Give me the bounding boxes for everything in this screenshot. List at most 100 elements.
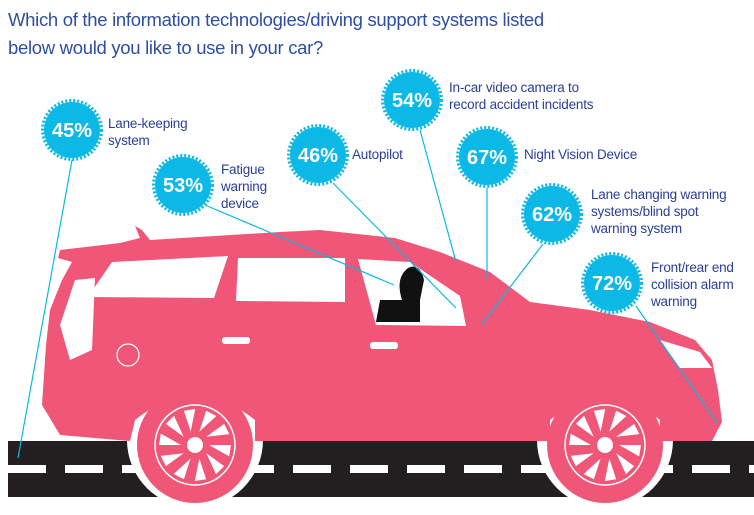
road-dash	[8, 465, 46, 473]
badge-serration	[581, 252, 643, 314]
rim-spoke	[183, 409, 196, 432]
category-label: Night Vision Device	[524, 146, 637, 163]
badge-circle	[584, 255, 640, 311]
rear-door-handle	[222, 337, 250, 344]
rim-spoke	[173, 458, 191, 480]
rim-spoke	[199, 410, 217, 432]
wheel-hub	[597, 437, 613, 453]
leader-line	[204, 204, 395, 286]
rim-spoke	[159, 433, 181, 445]
rim-spoke	[194, 458, 207, 481]
badge-value: 53%	[163, 175, 203, 197]
fuel-cap	[116, 343, 140, 367]
rim-outline	[564, 404, 646, 486]
badge-serration	[41, 99, 103, 161]
rim-spoke	[160, 453, 184, 467]
category-label: Front/rear end collision alarm warning	[651, 259, 734, 310]
badge-circle	[384, 72, 440, 128]
category-label-line: device	[221, 196, 259, 211]
middle-window	[236, 258, 345, 302]
road-dash	[407, 465, 445, 473]
road-dash	[293, 465, 331, 473]
rim-spoke	[570, 453, 594, 467]
percentage-badge: 45%	[41, 99, 103, 161]
rim-spoke	[206, 453, 225, 475]
percentage-badge: 62%	[521, 183, 583, 245]
rim-spoke	[593, 409, 606, 432]
road-dash	[350, 465, 388, 473]
badge-value: 62%	[532, 204, 572, 226]
badge-circle	[44, 102, 100, 158]
road-dash	[521, 465, 559, 473]
percentage-badges: 45% 53% 46% 54% 67% 62% 72%	[41, 69, 643, 314]
badge-serration	[152, 154, 214, 216]
badge-circle	[290, 127, 346, 183]
badge-serration	[456, 126, 518, 188]
badge-value: 72%	[592, 273, 632, 295]
tail-light	[60, 278, 95, 360]
rim-spoke	[609, 410, 627, 432]
leader-line	[635, 305, 719, 425]
category-label-line: In-car video camera to	[449, 80, 579, 95]
badge-serration	[287, 124, 349, 186]
percentage-badge: 72%	[581, 252, 643, 314]
category-label-line: system	[108, 133, 150, 148]
category-label-line: warning system	[591, 221, 682, 236]
rim-spoke	[604, 458, 617, 481]
category-label-line: Autopilot	[352, 147, 403, 162]
rear-window	[88, 256, 228, 298]
rim-spoke	[165, 415, 184, 437]
badge-circle	[155, 157, 211, 213]
rim-spoke	[583, 458, 601, 480]
rim-spoke	[575, 415, 594, 437]
chart-title: Which of the information technologies/dr…	[8, 9, 544, 58]
badge-serration	[381, 69, 443, 131]
leader-lines	[17, 129, 719, 459]
category-label-line: Fatigue	[221, 162, 265, 177]
rim-spoke	[616, 423, 640, 437]
wheel-hub	[187, 437, 203, 453]
percentage-badge: 54%	[381, 69, 443, 131]
rim-spoke	[619, 445, 641, 457]
percentage-badge: 67%	[456, 126, 518, 188]
headlight	[660, 340, 712, 368]
badge-serration	[521, 183, 583, 245]
rim-outline	[154, 404, 236, 486]
category-label: Autopilot	[352, 146, 403, 163]
category-label-line: Night Vision Device	[524, 147, 638, 162]
category-label-line: Front/rear end	[651, 260, 734, 275]
road-dash	[692, 465, 730, 473]
leader-line	[481, 243, 544, 325]
leader-line	[17, 159, 73, 459]
front-door-handle	[370, 342, 398, 349]
category-label-line: collision alarm	[651, 277, 734, 292]
category-label-line: warning	[221, 179, 267, 194]
percentage-badge: 53%	[152, 154, 214, 216]
percentage-badge: 46%	[287, 124, 349, 186]
badge-circle	[459, 129, 515, 185]
badge-circle	[524, 186, 580, 242]
road-dash	[65, 465, 103, 473]
leader-line	[332, 182, 457, 309]
road-dash	[749, 465, 754, 473]
category-label: Fatigue warning device	[221, 161, 267, 212]
category-label: Lane-keeping system	[108, 115, 188, 149]
category-label-line: warning	[651, 294, 697, 309]
rim-spoke	[209, 445, 231, 457]
leader-line	[419, 129, 457, 263]
badge-value: 67%	[467, 147, 507, 169]
category-label-line: Lane changing warning	[591, 187, 727, 202]
rim-spoke	[206, 423, 230, 437]
badge-value: 46%	[298, 145, 338, 167]
badge-value: 54%	[392, 90, 432, 112]
road-dash	[464, 465, 502, 473]
driver-silhouette	[376, 266, 424, 322]
category-label-line: Lane-keeping	[108, 116, 188, 131]
rim-spoke	[616, 453, 635, 475]
car	[42, 226, 722, 508]
badge-value: 45%	[52, 120, 92, 142]
rim-spoke	[569, 433, 591, 445]
